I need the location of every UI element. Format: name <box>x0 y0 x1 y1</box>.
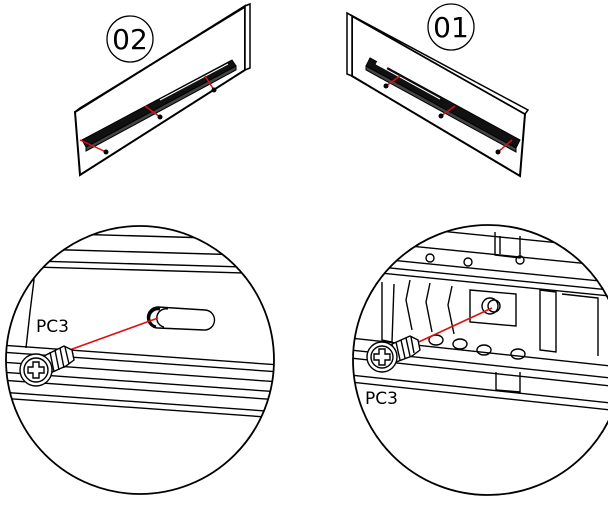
detail-left-circle <box>5 225 275 495</box>
label-01-circle <box>427 3 475 51</box>
detail-left: PC3 <box>5 225 275 495</box>
part-label-left: PC3 <box>36 317 69 337</box>
detail-right-circle <box>352 224 608 496</box>
panel-02: 02 <box>73 2 251 177</box>
part-label-right: PC3 <box>365 389 398 409</box>
guide-line-left <box>63 317 159 353</box>
panel-01: 01 <box>346 3 530 178</box>
screw-left <box>19 345 75 387</box>
guide-line-right <box>409 307 493 347</box>
panel-02-label: 02 <box>112 23 148 56</box>
panel-01-label: 01 <box>433 11 469 44</box>
detail-right: PC3 <box>352 224 608 496</box>
screw-right <box>366 335 421 373</box>
label-02-circle <box>106 15 154 63</box>
